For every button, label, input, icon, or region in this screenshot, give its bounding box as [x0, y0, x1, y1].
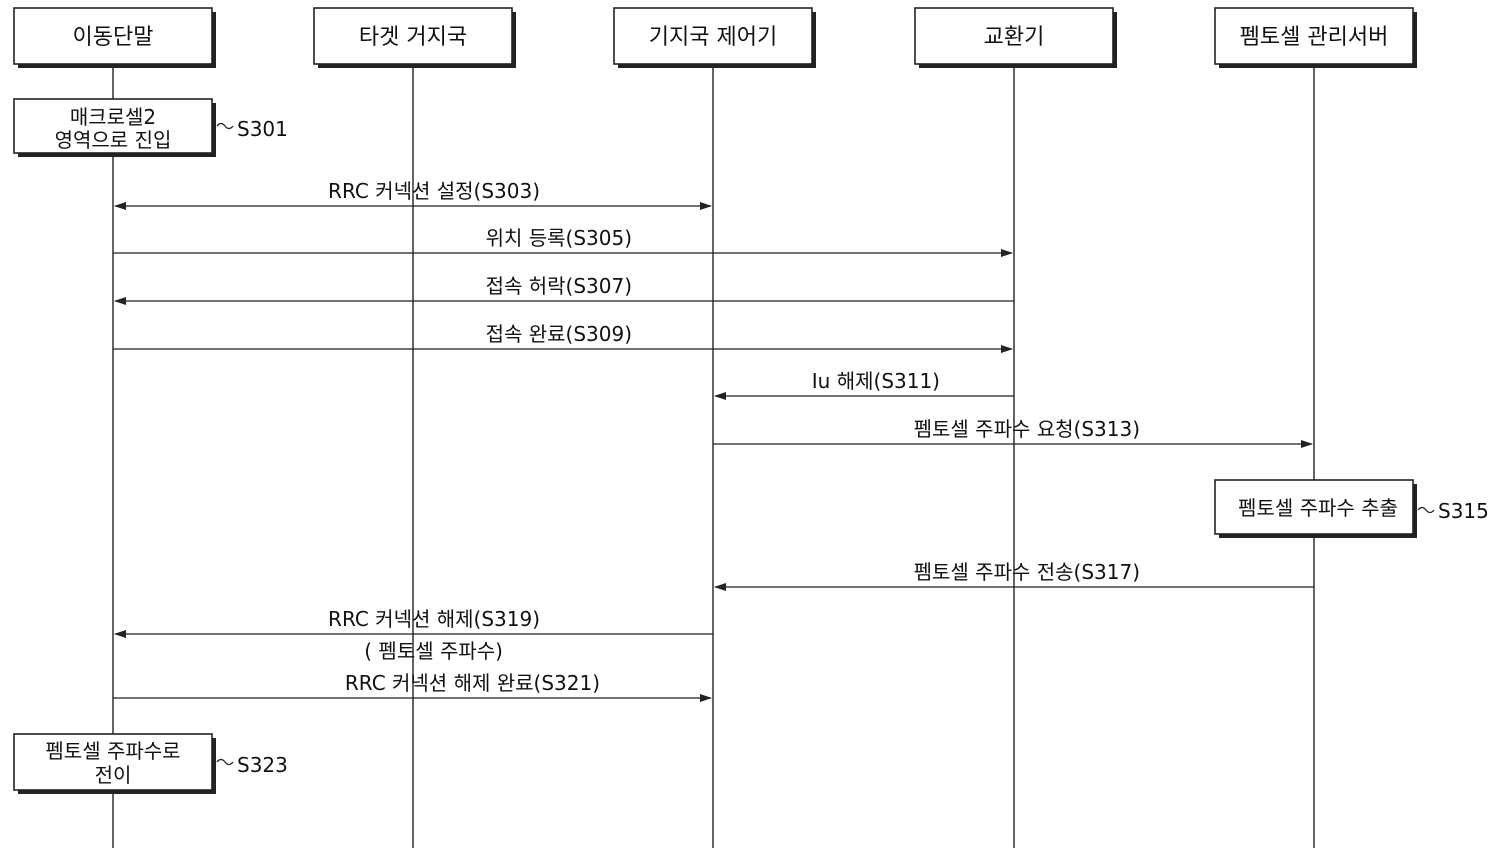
step-text-line: 펨토셀 주파수 추출 — [1238, 496, 1398, 520]
message-rrc-connection-release: RRC 커넥션 해제(S319) ( 펨토셀 주파수) — [115, 607, 713, 663]
step-text-line: 매크로셀2 — [70, 105, 156, 129]
participant-label: 타겟 거지국 — [359, 25, 467, 50]
step-tag: S323 — [237, 753, 288, 777]
message-femtocell-frequency-transfer: 펨토셀 주파수 전송(S317) — [715, 560, 1314, 587]
message-label: 위치 등록(S305) — [486, 226, 632, 250]
participant-femtocell-management-server: 펨토셀 관리서버 — [1215, 8, 1417, 68]
message-label: RRC 커넥션 해제(S319) — [328, 607, 540, 631]
message-label: RRC 커넥션 설정(S303) — [328, 179, 540, 203]
step-enter-macrocell: 매크로셀2 영역으로 진입 S301 — [14, 99, 288, 157]
message-access-complete: 접속 완료(S309) — [113, 322, 1012, 349]
participant-switching-center: 교환기 — [915, 8, 1117, 68]
message-rrc-connection-setup: RRC 커넥션 설정(S303) — [115, 179, 711, 206]
lifelines — [113, 66, 1314, 848]
step-text-line: 펨토셀 주파수로 — [45, 739, 180, 763]
step-text-line: 전이 — [95, 763, 132, 787]
message-label: Iu 해제(S311) — [812, 369, 940, 393]
participant-label: 기지국 제어기 — [649, 25, 777, 50]
message-iu-release: Iu 해제(S311) — [715, 369, 1014, 396]
message-access-accept: 접속 허락(S307) — [115, 274, 1014, 301]
participant-label: 교환기 — [984, 25, 1045, 50]
message-location-registration: 위치 등록(S305) — [113, 226, 1012, 253]
tilde-connector — [1418, 508, 1434, 513]
step-tag: S315 — [1438, 499, 1489, 523]
message-label: 펨토셀 주파수 요청(S313) — [914, 417, 1140, 441]
message-label: 접속 완료(S309) — [486, 322, 632, 346]
participant-label: 펨토셀 관리서버 — [1240, 25, 1389, 50]
participant-label: 이동단말 — [73, 25, 154, 50]
participant-base-station-controller: 기지국 제어기 — [614, 8, 816, 68]
step-extract-femtocell-frequency: 펨토셀 주파수 추출 S315 — [1215, 480, 1489, 538]
participant-target-base-station: 타겟 거지국 — [314, 8, 516, 68]
tilde-connector — [217, 760, 233, 765]
message-sublabel: ( 펨토셀 주파수) — [364, 639, 503, 663]
message-label: 접속 허락(S307) — [486, 274, 632, 298]
participant-mobile-terminal: 이동단말 — [14, 8, 216, 68]
message-rrc-connection-release-complete: RRC 커넥션 해제 완료(S321) — [113, 671, 711, 698]
tilde-connector — [217, 124, 233, 129]
step-tag: S301 — [237, 117, 288, 141]
step-text-line: 영역으로 진입 — [55, 128, 172, 152]
message-label: 펨토셀 주파수 전송(S317) — [914, 560, 1140, 584]
message-femtocell-frequency-request: 펨토셀 주파수 요청(S313) — [713, 417, 1312, 444]
message-label: RRC 커넥션 해제 완료(S321) — [345, 671, 600, 695]
step-transition-femtocell-frequency: 펨토셀 주파수로 전이 S323 — [14, 734, 288, 794]
